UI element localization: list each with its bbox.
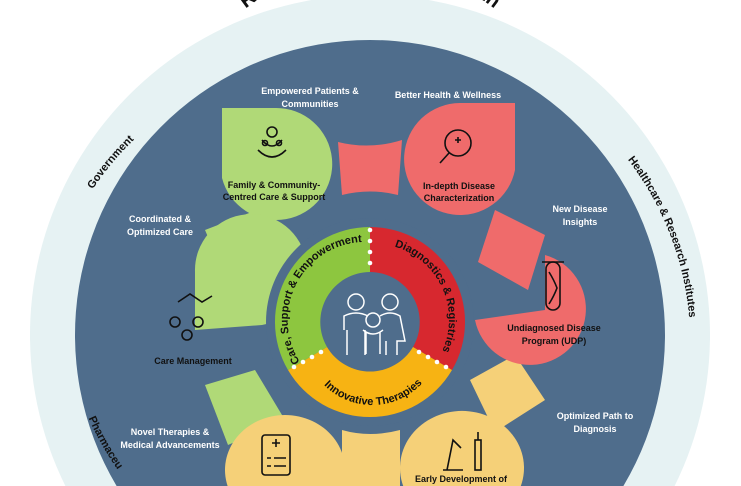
- petal-label: Care Management: [154, 356, 232, 366]
- petal-family-care: [222, 107, 333, 220]
- handshake-icon: [169, 293, 213, 341]
- petal-label: Undiagnosed Disease: [507, 323, 601, 333]
- petal-label: In-depth Disease: [423, 181, 495, 191]
- petal-early-development: [400, 410, 524, 486]
- outcome-label: Coordinated &: [129, 214, 191, 224]
- petal-label: Centred Care & Support: [223, 192, 326, 202]
- outcome-label: Diagnosis: [573, 424, 616, 434]
- petal-label: Early Development of: [415, 474, 508, 484]
- petal-disease-characterization: [404, 103, 515, 215]
- band-top: [338, 140, 402, 195]
- core-segment-therapies[interactable]: [288, 347, 452, 418]
- outcome-label: New Disease: [552, 204, 607, 214]
- petal-label: Program (UDP): [522, 336, 587, 346]
- dna-tube-icon: [542, 261, 564, 311]
- magnifier-icon: [439, 129, 472, 164]
- family-icon: [343, 293, 406, 355]
- core-segment-care[interactable]: [274, 227, 370, 370]
- petal-clipboard: [225, 414, 345, 486]
- core-segment-diagnostics[interactable]: [370, 227, 466, 370]
- band-right: [478, 210, 545, 290]
- outcome-label: Optimized Path to: [557, 411, 634, 421]
- outcome-label: Empowered Patients &: [261, 86, 359, 96]
- petal-label: Characterization: [424, 193, 495, 203]
- petal-label: Family & Community-: [228, 180, 321, 190]
- band-right-bottom: [470, 355, 545, 432]
- petal-udp: [475, 255, 586, 365]
- band-bottom: [342, 430, 400, 486]
- microscope-icon: [443, 432, 482, 471]
- outcome-label: Communities: [281, 99, 338, 109]
- segment-divider-dots: [291, 227, 449, 370]
- outcome-label: Optimized Care: [127, 227, 193, 237]
- outcome-label: Medical Advancements: [120, 440, 219, 450]
- outcome-label: Better Health & Wellness: [395, 90, 501, 100]
- outcome-label: Novel Therapies &: [131, 427, 210, 437]
- clipboard-icon: [261, 434, 291, 476]
- family-care-icon: [257, 126, 287, 158]
- outcome-label: Insights: [563, 217, 598, 227]
